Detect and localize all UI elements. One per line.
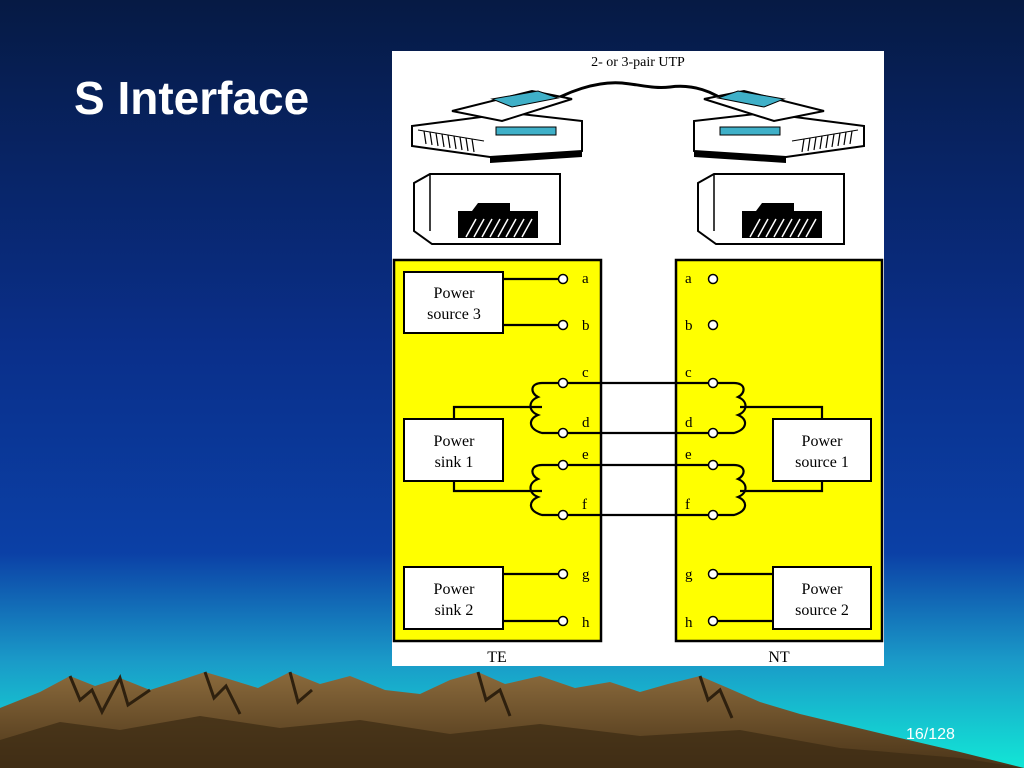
power-source-1-box bbox=[772, 418, 872, 482]
te-pin-e bbox=[557, 459, 569, 471]
te-pin-g bbox=[557, 568, 569, 580]
te-pin-label-d: d bbox=[582, 415, 590, 431]
nt-pin-label-d: d bbox=[685, 415, 693, 431]
nt-pin-d bbox=[707, 427, 719, 439]
power-sink-1-label-line2: sink 1 bbox=[435, 454, 474, 471]
te-pin-c bbox=[557, 377, 569, 389]
utp-cable bbox=[539, 81, 731, 110]
s-interface-diagram: 2- or 3-pair UTP bbox=[392, 51, 884, 666]
te-pin-label-f: f bbox=[582, 497, 587, 513]
nt-pin-label-e: e bbox=[685, 447, 692, 463]
slide-title: S Interface bbox=[74, 72, 310, 124]
te-pin-label-h: h bbox=[582, 615, 590, 631]
te-pin-label-a: a bbox=[582, 271, 589, 287]
wiring bbox=[452, 277, 824, 623]
nt-device-icon bbox=[693, 89, 865, 163]
nt-pin-c bbox=[707, 377, 719, 389]
te-pin-f bbox=[557, 509, 569, 521]
power-sink-1-label-line1: Power bbox=[434, 433, 476, 450]
te-pin-label-g: g bbox=[582, 567, 590, 583]
power-sink-2-label-line2: sink 2 bbox=[435, 602, 474, 619]
nt-pin-label-b: b bbox=[685, 318, 693, 334]
power-source-2-label-line1: Power bbox=[802, 581, 844, 598]
nt-rj45-jack-icon bbox=[697, 173, 845, 245]
power-sink-2-box bbox=[403, 566, 504, 630]
te-pin-h bbox=[557, 615, 569, 627]
power-source-1-label-line2: source 1 bbox=[795, 454, 849, 471]
cable-label: 2- or 3-pair UTP bbox=[591, 55, 685, 70]
nt-pin-label-h: h bbox=[685, 615, 693, 631]
power-sink-1-box bbox=[403, 418, 504, 482]
power-source-1-label-line1: Power bbox=[802, 433, 844, 450]
nt-pin-label-g: g bbox=[685, 567, 693, 583]
te-pin-label-e: e bbox=[582, 447, 589, 463]
nt-pin-a bbox=[707, 273, 719, 285]
page-number: 16/128 bbox=[906, 726, 955, 743]
power-source-2-label-line2: source 2 bbox=[795, 602, 849, 619]
te-pin-label-c: c bbox=[582, 365, 589, 381]
te-rj45-jack-icon bbox=[413, 173, 561, 245]
nt-pin-e bbox=[707, 459, 719, 471]
power-source-3-label-line1: Power bbox=[434, 285, 476, 302]
nt-pin-label-a: a bbox=[685, 271, 692, 287]
nt-pin-b bbox=[707, 319, 719, 331]
nt-pin-h bbox=[707, 615, 719, 627]
te-device-icon bbox=[411, 89, 583, 163]
mountain-range bbox=[0, 671, 1024, 768]
power-source-3-label-line2: source 3 bbox=[427, 306, 481, 323]
te-label: TE bbox=[487, 649, 507, 666]
nt-pin-label-c: c bbox=[685, 365, 692, 381]
nt-pin-label-f: f bbox=[685, 497, 690, 513]
power-source-3-box bbox=[403, 271, 504, 334]
te-pin-d bbox=[557, 427, 569, 439]
nt-pin-f bbox=[707, 509, 719, 521]
nt-pin-g bbox=[707, 568, 719, 580]
power-sink-2-label-line1: Power bbox=[434, 581, 476, 598]
te-pin-b bbox=[557, 319, 569, 331]
nt-label: NT bbox=[768, 649, 790, 666]
power-source-2-box bbox=[772, 566, 872, 630]
te-pin-label-b: b bbox=[582, 318, 590, 334]
te-pin-a bbox=[557, 273, 569, 285]
s-interface-figure: 2- or 3-pair UTP bbox=[392, 51, 884, 666]
